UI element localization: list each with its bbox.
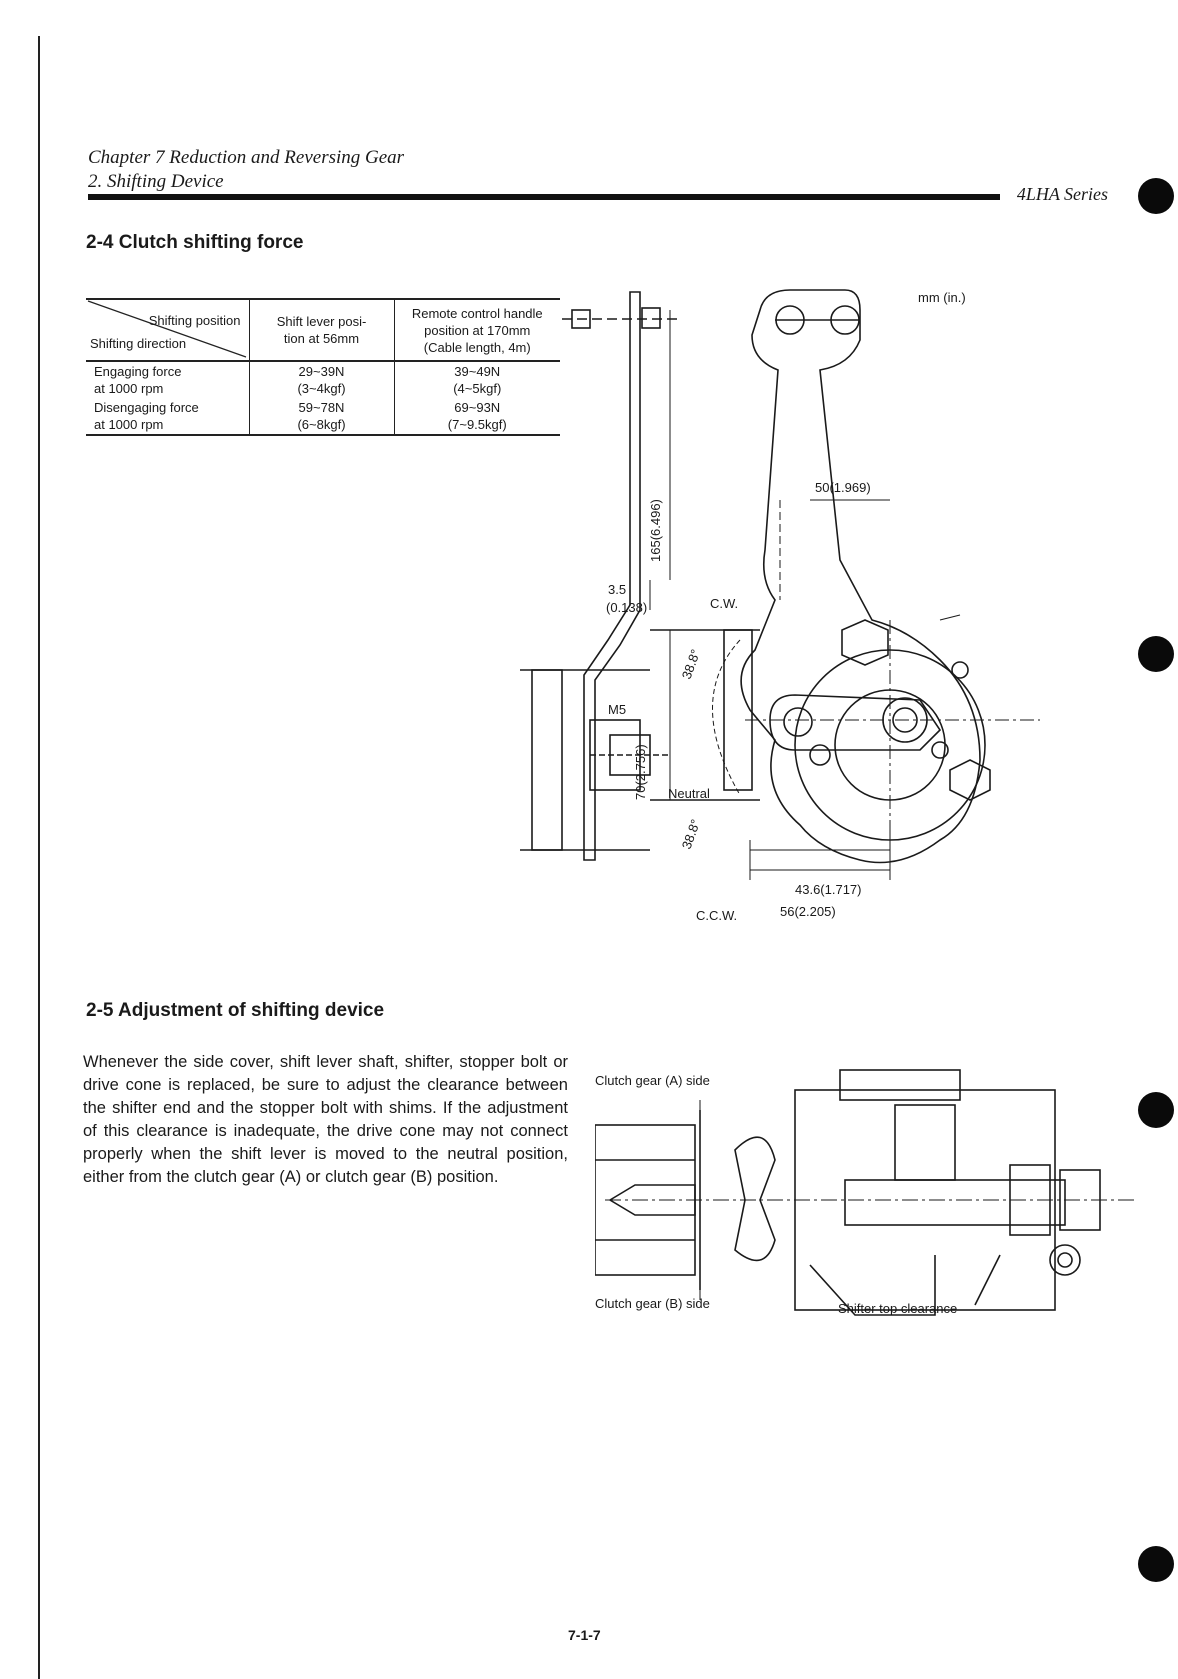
clutch-gear-a-label: Clutch gear (A) side xyxy=(595,1073,710,1088)
shift-lever-diagram: mm (in.) 50(1.969) 165(6.496) 3.5 (0.138… xyxy=(520,289,1040,923)
cw-label: C.W. xyxy=(710,596,738,611)
table-corner-cell: Shifting position Shifting direction xyxy=(86,298,249,362)
units-label: mm (in.) xyxy=(918,290,966,305)
page-number: 7-1-7 xyxy=(568,1627,601,1643)
corner-bottom-label: Shifting direction xyxy=(90,336,187,351)
section-2-4-title: 2-4 Clutch shifting force xyxy=(86,232,304,253)
clutch-gear-diagram: Clutch gear (A) side Clutch gear (B) sid… xyxy=(595,1069,1135,1316)
section-2-5-title: 2-5 Adjustment of shifting device xyxy=(86,1000,385,1021)
dimension-label: 70(2.756) xyxy=(633,744,648,800)
shifting-force-table: Shifting position Shifting direction Shi… xyxy=(86,298,560,436)
table-cell: 69~93N (7~9.5kgf) xyxy=(393,398,560,436)
column-header: Shift lever posi- tion at 56mm xyxy=(248,298,394,362)
binder-hole-icon xyxy=(1138,178,1174,214)
binder-hole-icon xyxy=(1138,636,1174,672)
corner-diagonal xyxy=(87,300,247,358)
clutch-gear-labels: Clutch gear (A) side Clutch gear (B) sid… xyxy=(595,1073,957,1316)
dimension-label: 3.5 xyxy=(608,582,626,597)
dimension-label: 165(6.496) xyxy=(648,499,663,562)
table-cell: 39~49N (4~5kgf) xyxy=(393,361,560,398)
column-header: Remote control handle position at 170mm … xyxy=(393,298,560,362)
shifter-top-clearance-label: Shifter top clearance xyxy=(838,1301,957,1316)
shift-lever-dimensions: mm (in.) 50(1.969) 165(6.496) 3.5 (0.138… xyxy=(606,290,966,923)
table-row: Engaging force at 1000 rpm 29~39N (3~4kg… xyxy=(86,361,560,398)
dimension-label: (0.138) xyxy=(606,600,647,615)
dimension-label: 50(1.969) xyxy=(815,480,871,495)
dimension-label: 56(2.205) xyxy=(780,904,836,919)
ccw-label: C.C.W. xyxy=(696,908,737,923)
corner-top-label: Shifting position xyxy=(148,313,241,328)
binder-hole-icon xyxy=(1138,1092,1174,1128)
table-header-row: Shifting position Shifting direction Shi… xyxy=(86,298,560,362)
series-label: 4LHA Series xyxy=(1016,184,1108,204)
row-label: Engaging force at 1000 rpm xyxy=(94,364,182,396)
table-cell: 29~39N (3~4kgf) xyxy=(248,361,394,398)
dimension-label: 43.6(1.717) xyxy=(795,882,862,897)
angle-label: 38.8° xyxy=(679,647,704,681)
binder-hole-icon xyxy=(1138,1546,1174,1582)
section-title: 2. Shifting Device xyxy=(88,171,224,192)
neutral-label: Neutral xyxy=(668,786,710,801)
table-row: Disengaging force at 1000 rpm 59~78N (6~… xyxy=(86,398,560,436)
row-label: Disengaging force at 1000 rpm xyxy=(86,398,249,436)
table-cell: 59~78N (6~8kgf) xyxy=(248,398,394,436)
adjustment-paragraph: Whenever the side cover, shift lever sha… xyxy=(83,1053,568,1186)
binding-margin-line xyxy=(38,36,40,1679)
clutch-gear-b-label: Clutch gear (B) side xyxy=(595,1296,710,1311)
thread-label: M5 xyxy=(608,702,626,717)
chapter-title: Chapter 7 Reduction and Reversing Gear xyxy=(88,147,405,168)
angle-label: 38.8° xyxy=(679,817,704,851)
header-rule xyxy=(88,194,1000,200)
chapter-heading: Chapter 7 Reduction and Reversing Gear 2… xyxy=(88,146,404,194)
